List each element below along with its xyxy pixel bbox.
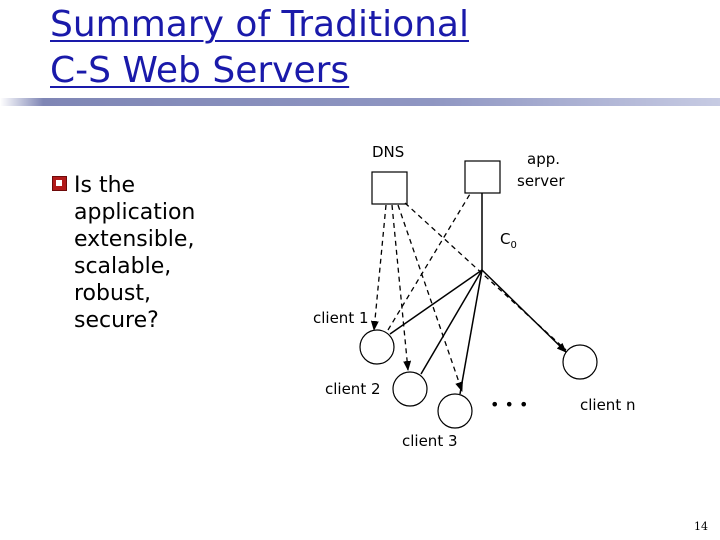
client-1-label: client 1 [313,309,369,327]
client-3-node [437,393,473,429]
bullet-icon [52,176,67,191]
dns-to-client-2-dashed [391,204,412,371]
dns-to-client-1-dashed [370,204,387,331]
title-line-1: Summary of Traditional [50,4,469,45]
app-server-label-line-2: server [517,172,565,190]
client-2-label: client 2 [325,380,381,398]
slide-title: Summary of Traditional C-S Web Servers [50,2,469,94]
title-line-2: C-S Web Servers [50,50,350,91]
c0-label: C0 [500,230,517,251]
dns-to-client-3-dashed [397,204,463,392]
page-number: 14 [694,520,708,533]
client-3-label: client 3 [402,432,458,450]
client-n-node [562,344,598,380]
hub-to-client-2 [420,269,483,375]
app-server-label-line-1: app. [527,150,560,168]
client-1-to-app-server-dashed [387,193,471,331]
title-divider [0,98,720,106]
hub-to-client-n [481,269,567,353]
client-1-node [359,329,395,365]
bullet-text: Is the application extensible, scalable,… [74,173,196,333]
dns-box [371,171,408,205]
dns-label: DNS [372,143,404,161]
app-server-box [464,160,501,194]
ellipsis-dots: • • • [490,395,528,414]
client-n-label: client n [580,396,635,414]
hub-to-client-1 [389,269,483,335]
hub-to-client-3 [459,269,483,395]
dns-to-client-n-dashed [404,202,567,351]
client-2-node [392,371,428,407]
